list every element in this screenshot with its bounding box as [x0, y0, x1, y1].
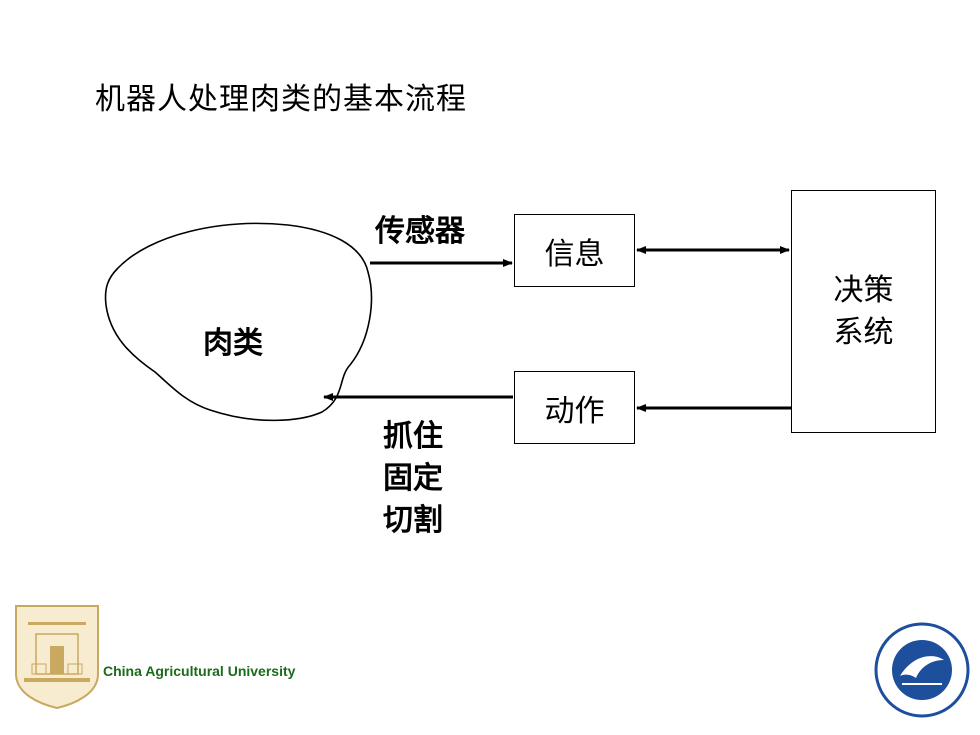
decision-box-line-2: 系统 [833, 314, 894, 350]
decision-box-line-1: 决策 [833, 272, 894, 308]
info-box: 信息 [514, 214, 635, 287]
info-box-label: 信息 [544, 236, 605, 272]
decision-system-box: 决策 系统 [791, 190, 936, 433]
action-label-grab: 抓住 [383, 419, 443, 454]
cau-logo [15, 605, 99, 710]
sensor-label: 传感器 [375, 214, 465, 249]
meat-blob-outline [104, 222, 373, 422]
university-name: China Agricultural University [103, 663, 296, 679]
action-box-label: 动作 [544, 393, 605, 429]
action-labels: 抓住 固定 切割 [383, 416, 443, 542]
slide-title: 机器人处理肉类的基本流程 [95, 82, 467, 117]
action-box: 动作 [514, 371, 635, 444]
engineering-logo [874, 622, 970, 718]
action-label-cut: 切割 [383, 503, 443, 538]
action-label-fix: 固定 [383, 461, 443, 496]
meat-label: 肉类 [203, 326, 263, 361]
